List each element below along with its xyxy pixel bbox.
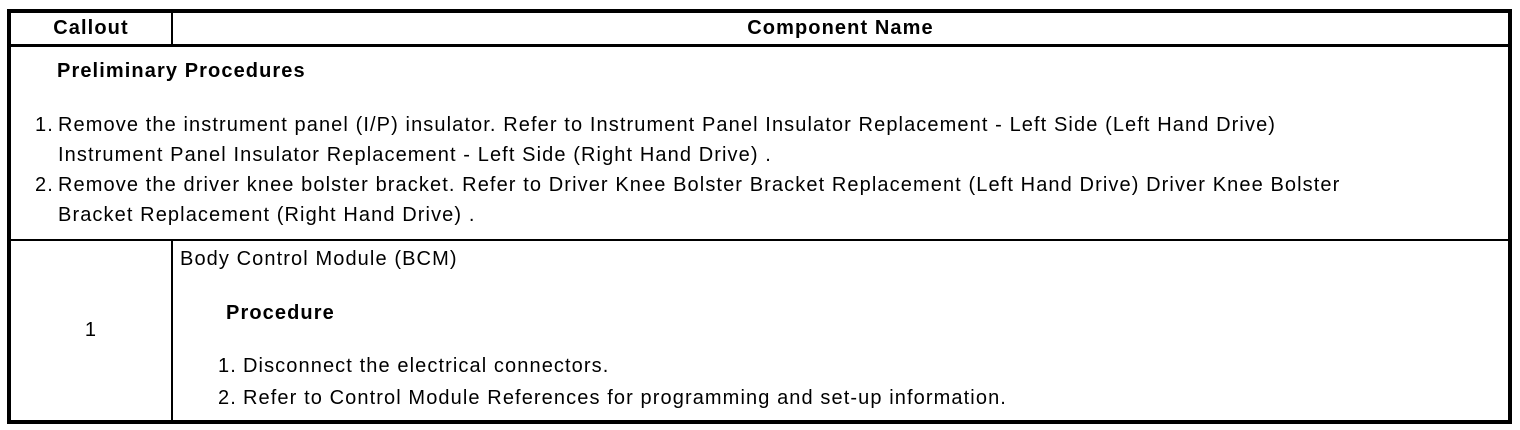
column-header-component-name: Component Name bbox=[747, 17, 934, 39]
step-number: 2. bbox=[218, 387, 237, 409]
procedure-step-1: 1. Disconnect the electrical connectors. bbox=[180, 350, 1508, 382]
component-callout-table: Callout Component Name Preliminary Proce… bbox=[7, 9, 1512, 424]
callout-number: 1 bbox=[11, 241, 173, 420]
component-cell: Body Control Module (BCM) Procedure 1. D… bbox=[173, 241, 1508, 420]
step-text: Refer to Control Module References for p… bbox=[243, 387, 1007, 409]
component-name: Body Control Module (BCM) bbox=[180, 248, 458, 270]
step-number: 2. bbox=[35, 174, 54, 196]
column-header-callout: Callout bbox=[11, 13, 173, 44]
preliminary-procedures-row: Preliminary Procedures 1. Remove the ins… bbox=[11, 47, 1508, 241]
step-number: 1. bbox=[218, 355, 237, 377]
preliminary-step-2: 2. Remove the driver knee bolster bracke… bbox=[11, 170, 1508, 230]
step-text: Remove the instrument panel (I/P) insula… bbox=[58, 114, 1277, 166]
procedure-title: Procedure bbox=[226, 302, 335, 324]
component-row: 1 Body Control Module (BCM) Procedure 1.… bbox=[11, 241, 1508, 420]
preliminary-step-1: 1. Remove the instrument panel (I/P) ins… bbox=[11, 110, 1508, 170]
procedure-step-2: 2. Refer to Control Module References fo… bbox=[180, 382, 1508, 414]
procedure-steps-list: 1. Disconnect the electrical connectors.… bbox=[180, 350, 1508, 414]
preliminary-steps-list: 1. Remove the instrument panel (I/P) ins… bbox=[11, 110, 1508, 230]
step-text: Remove the driver knee bolster bracket. … bbox=[58, 174, 1341, 226]
table-header-row: Callout Component Name bbox=[11, 13, 1508, 47]
preliminary-procedures-title: Preliminary Procedures bbox=[57, 60, 306, 82]
step-text: Disconnect the electrical connectors. bbox=[243, 355, 610, 377]
step-number: 1. bbox=[35, 114, 54, 136]
